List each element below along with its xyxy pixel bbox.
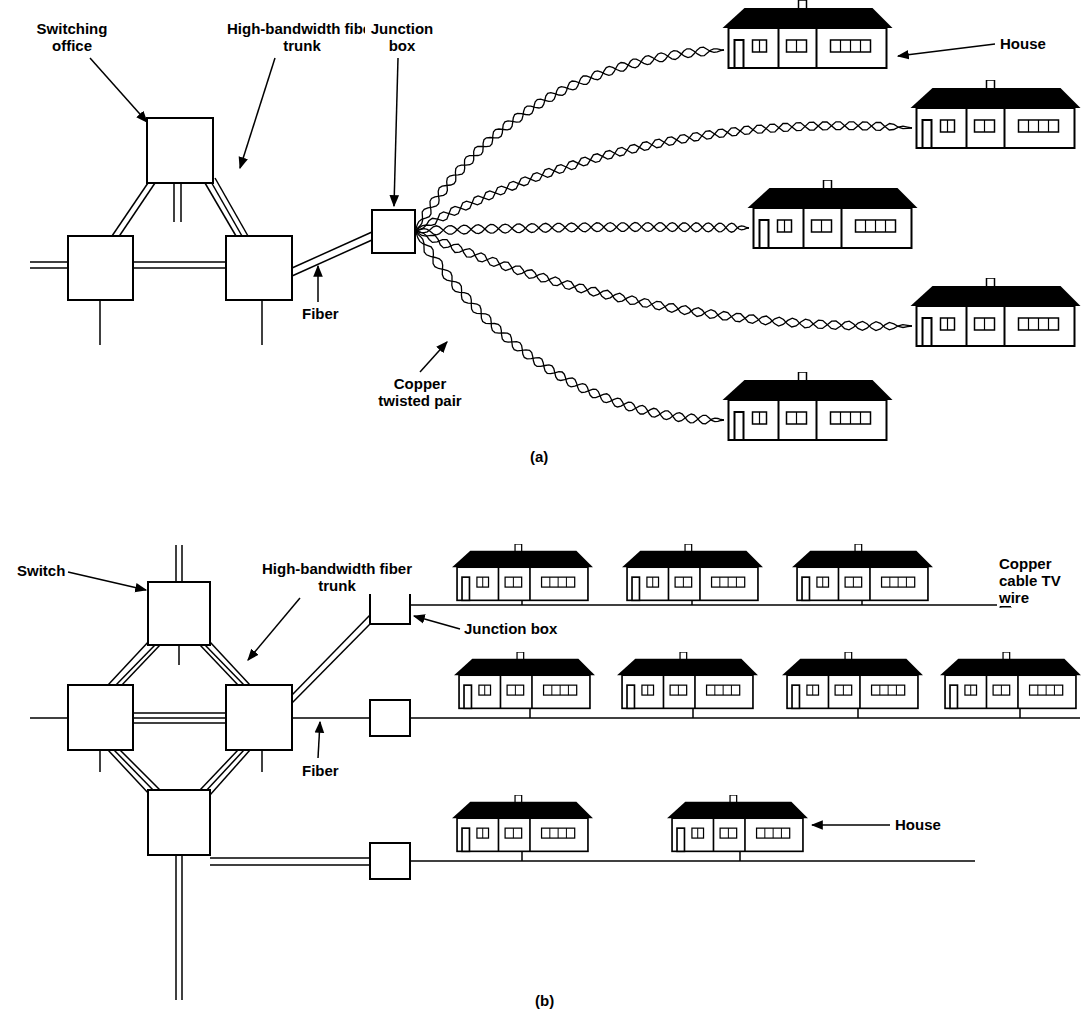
panel-label: (a) [528, 448, 550, 465]
cable-tv-wire-label: Copper cable TV wire [997, 555, 1081, 606]
twisted-pair-wire [415, 122, 912, 231]
fiber-label: Fiber [300, 305, 341, 322]
junction-box-label: Junction box [462, 620, 559, 637]
panel-label: (b) [533, 992, 556, 1009]
twisted-pair-wire [415, 122, 912, 231]
house-label: House [893, 816, 943, 833]
twisted-pair-wire [415, 223, 749, 235]
fiber-trunk-label: High-bandwidth fiber trunk [215, 20, 389, 54]
twisted-pair-label: Copper twisted pair [368, 375, 472, 409]
junction-box-label: Junction box [365, 20, 439, 54]
fiber-label: Fiber [300, 762, 341, 779]
fiber-trunk-label: High-bandwidth fiber trunk [250, 560, 424, 594]
switch-label: Switch [15, 562, 67, 579]
switching-office-label: Switching office [20, 20, 124, 54]
house-label: House [998, 35, 1048, 52]
twisted-pair-wire [415, 223, 749, 235]
